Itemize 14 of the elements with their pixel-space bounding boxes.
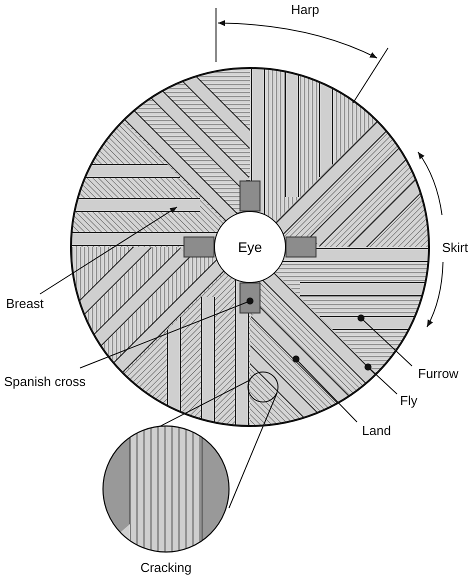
leader-line: [368, 366, 398, 394]
part-label: Cracking: [139, 560, 193, 575]
dimension-label: Harp: [291, 2, 320, 17]
part-label: Fly: [400, 393, 418, 408]
detail-circle: [248, 372, 278, 402]
leader-line: [40, 206, 178, 294]
part-label: Furrow: [418, 366, 458, 381]
leader-line: [296, 358, 358, 422]
leader-line: [228, 392, 278, 508]
dimension-label: Skirt: [442, 240, 468, 255]
part-label: Land: [362, 423, 391, 438]
part-label: Breast: [6, 296, 44, 311]
leader-line: [360, 318, 412, 366]
part-label: Spanish cross: [4, 374, 86, 389]
